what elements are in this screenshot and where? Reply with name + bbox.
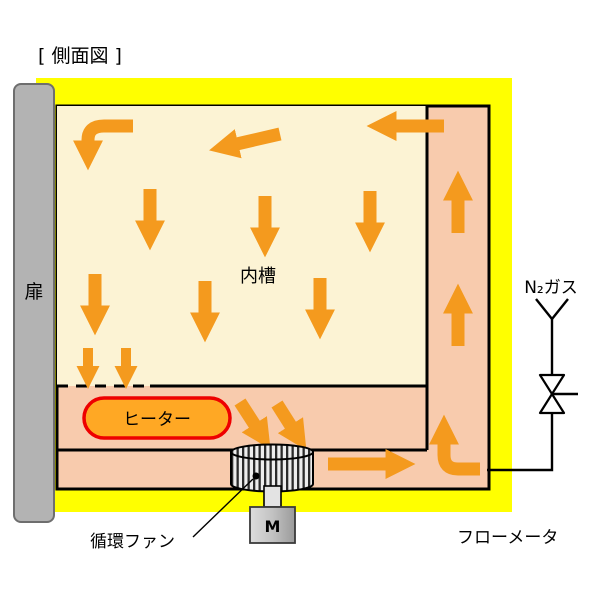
door-label: 扉 — [24, 281, 43, 303]
n2-inlet-y-icon — [535, 298, 569, 320]
airflow-arrow-to-fan — [271, 400, 307, 451]
airflow-arrows — [73, 111, 480, 479]
fan-motor — [249, 506, 296, 544]
motor-label: M — [265, 517, 281, 536]
airflow-arrow-top-left — [209, 127, 282, 159]
fan-leader-line — [192, 478, 254, 538]
n2-pipe-lower — [487, 413, 554, 472]
n2-gas-label: N₂ガス — [524, 278, 578, 298]
valve-icon — [538, 373, 566, 396]
n2-gas-line: N₂ガス — [487, 278, 578, 472]
page-title: [ 側面図 ] — [38, 45, 122, 67]
airflow-arrow-hook-topleft — [73, 119, 133, 171]
fan-shaft — [263, 485, 282, 508]
fan-pointer-dot — [252, 472, 260, 480]
door-panel — [13, 83, 55, 523]
airflow-arrow-curve-up — [429, 414, 480, 476]
door: 扉 — [13, 83, 55, 523]
inner-chamber-label: 内槽 — [240, 266, 276, 287]
heater-body — [82, 396, 232, 440]
fan-cylinder-top — [230, 443, 314, 461]
airflow-arrow-to-fan — [234, 398, 271, 450]
heater: ヒーター — [82, 396, 232, 440]
circulation-fan: M — [230, 443, 314, 544]
valve-icon — [538, 392, 566, 415]
circulation-fan-label: 循環ファン — [90, 532, 175, 552]
flow-meter-label: フローメータ — [457, 528, 558, 548]
heater-label: ヒーター — [123, 410, 191, 430]
